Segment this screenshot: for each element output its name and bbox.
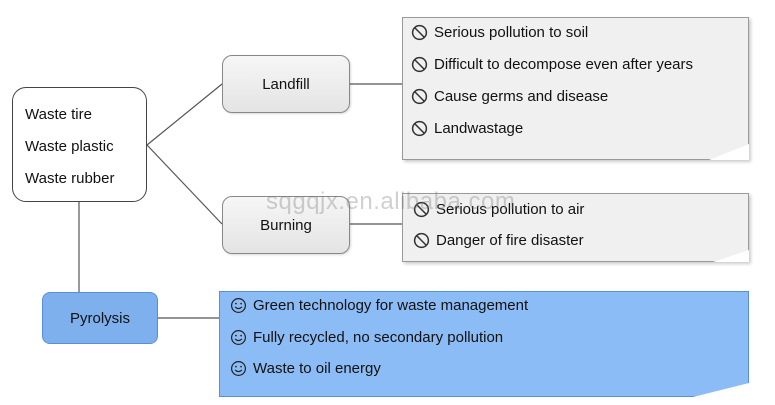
landfill-issue-text: Difficult to decompose even after years <box>434 56 694 73</box>
source-item-waste-plastic: Waste plastic <box>25 138 114 155</box>
smiley-icon <box>230 297 247 314</box>
landfill-box: Landfill <box>222 55 350 113</box>
pyrolysis-benefits-note: Green technology for waste management Fu… <box>219 291 749 397</box>
note-fold-corner <box>693 383 749 397</box>
pyrolysis-benefit-text: Fully recycled, no secondary pollution <box>253 329 504 346</box>
prohibited-icon <box>411 88 428 105</box>
burning-label: Burning <box>260 216 312 234</box>
prohibited-icon <box>411 120 428 137</box>
burning-box: Burning <box>222 196 350 254</box>
landfill-issues-note: Serious pollution to soil Difficult to d… <box>402 17 749 160</box>
burning-issue-item: Serious pollution to air <box>413 201 584 218</box>
source-item-waste-rubber: Waste rubber <box>25 170 115 187</box>
burning-issue-text: Danger of fire disaster <box>436 232 584 249</box>
prohibited-icon <box>413 232 430 249</box>
burning-issue-text: Serious pollution to air <box>436 201 585 218</box>
landfill-issue-text: Serious pollution to soil <box>434 24 589 41</box>
prohibited-icon <box>413 201 430 218</box>
landfill-issue-item: Landwastage <box>411 120 523 137</box>
landfill-label: Landfill <box>262 75 310 93</box>
landfill-issue-text: Cause germs and disease <box>434 88 609 105</box>
connector-source-landfill <box>146 83 223 146</box>
pyrolysis-label: Pyrolysis <box>69 309 130 327</box>
connector-source-burning <box>146 144 223 225</box>
source-item-waste-tire: Waste tire <box>25 106 92 123</box>
note-fold-corner <box>713 250 749 262</box>
pyrolysis-box: Pyrolysis <box>42 292 158 344</box>
pyrolysis-benefit-item: Green technology for waste management <box>230 297 528 314</box>
watermark: sqgqjx.en.alibaba.com <box>266 188 516 215</box>
landfill-issue-item: Cause germs and disease <box>411 88 608 105</box>
pyrolysis-benefit-text: Waste to oil energy <box>253 360 381 377</box>
landfill-issue-item: Difficult to decompose even after years <box>411 56 693 73</box>
burning-issues-note: Serious pollution to air Danger of fire … <box>402 193 749 262</box>
pyrolysis-benefit-text: Green technology for waste management <box>253 297 529 314</box>
landfill-issue-text: Landwastage <box>434 120 524 137</box>
note-fold-corner <box>709 144 749 160</box>
smiley-icon <box>230 360 247 377</box>
prohibited-icon <box>411 56 428 73</box>
landfill-issue-item: Serious pollution to soil <box>411 24 588 41</box>
smiley-icon <box>230 329 247 346</box>
burning-issue-item: Danger of fire disaster <box>413 232 584 249</box>
prohibited-icon <box>411 24 428 41</box>
pyrolysis-benefit-item: Fully recycled, no secondary pollution <box>230 329 503 346</box>
waste-source-box: Waste tire Waste plastic Waste rubber <box>12 87 147 202</box>
pyrolysis-benefit-item: Waste to oil energy <box>230 360 381 377</box>
